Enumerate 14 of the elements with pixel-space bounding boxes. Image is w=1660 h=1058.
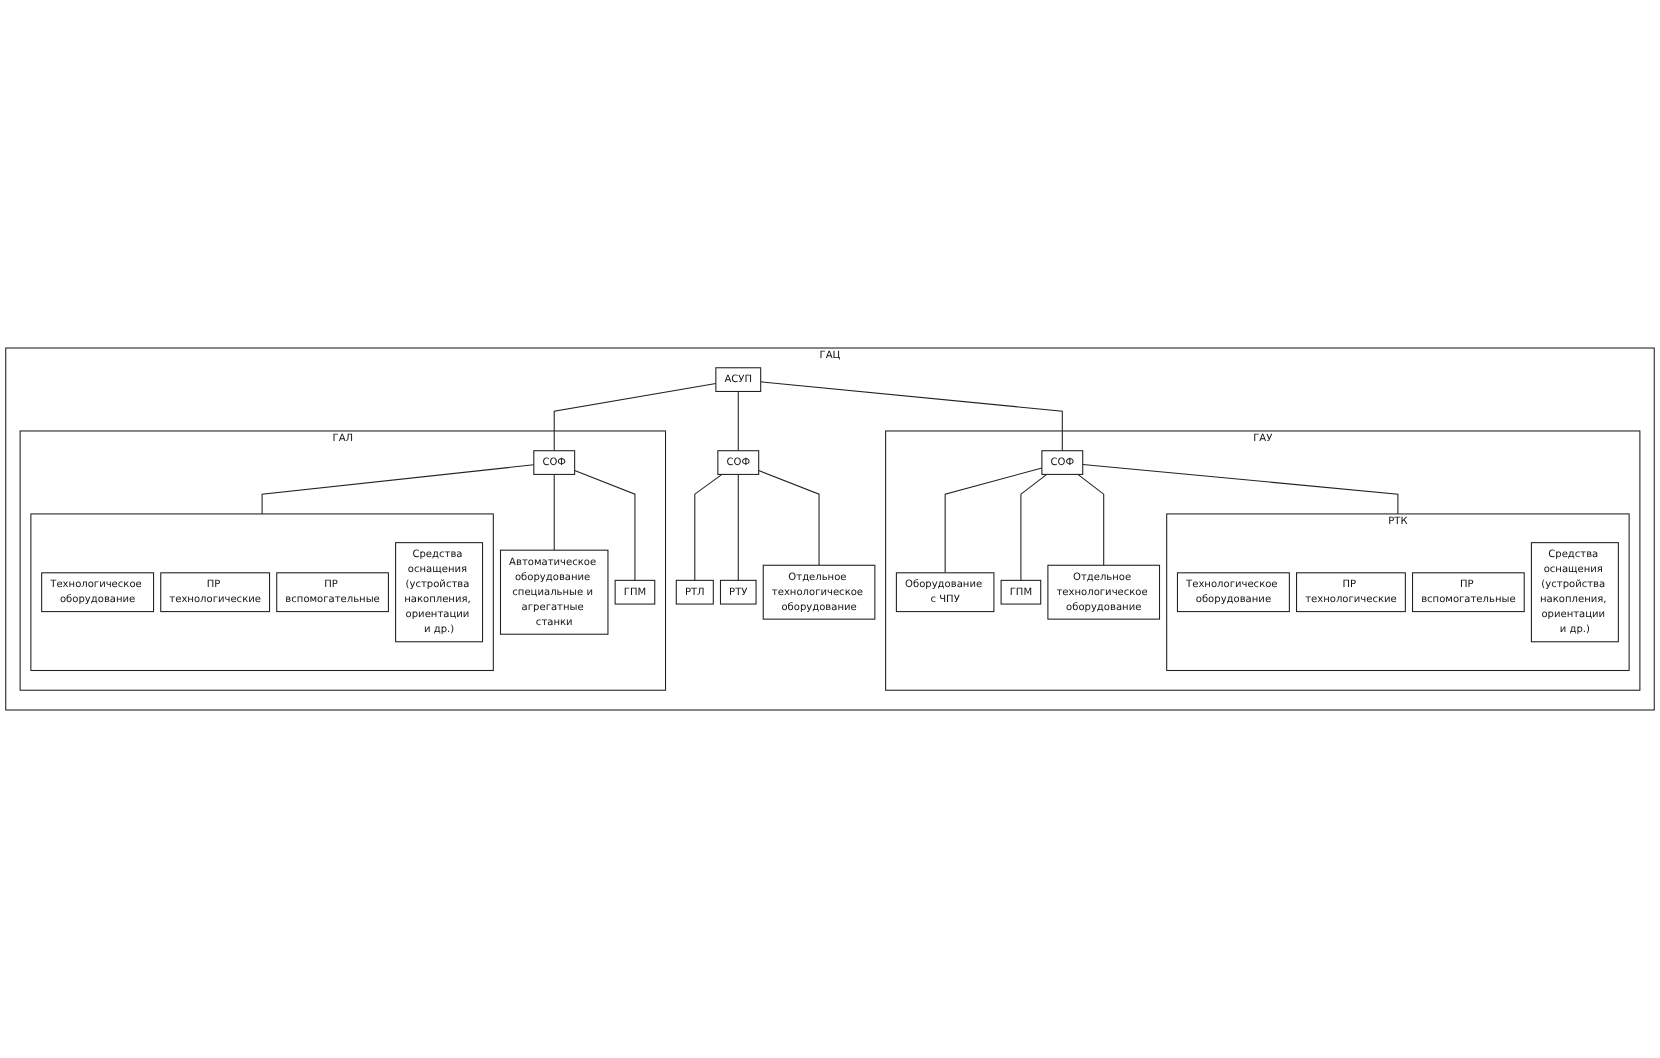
connector xyxy=(261,464,535,515)
connector xyxy=(737,390,739,452)
cluster xyxy=(30,513,494,671)
connector xyxy=(694,473,723,581)
connector xyxy=(944,467,1043,574)
connector xyxy=(758,470,820,566)
connector xyxy=(1020,473,1048,581)
connector xyxy=(574,470,636,581)
connector xyxy=(1082,463,1399,515)
connector xyxy=(1077,473,1105,566)
connector xyxy=(737,473,739,581)
connector xyxy=(553,473,555,551)
connector xyxy=(760,381,1063,452)
connector xyxy=(553,382,717,452)
